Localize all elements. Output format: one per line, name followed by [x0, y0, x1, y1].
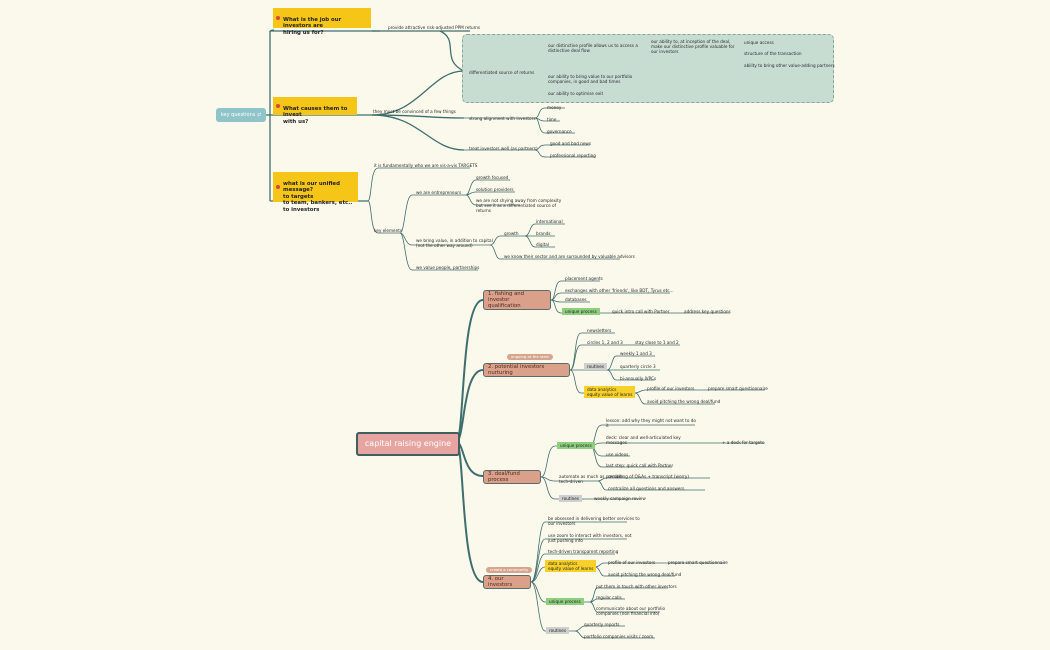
- data-analytics-tag-4[interactable]: data analytics equity value of learns: [545, 560, 597, 572]
- growth-focused: growth focused: [476, 175, 509, 180]
- automate-tech: automate as much as possible tech-driven: [559, 474, 623, 484]
- circles-1-2-3: circles 1, 2 and 3: [587, 340, 623, 345]
- obsessed-services: be obsessed in delivering better service…: [548, 516, 640, 526]
- key-questions-node[interactable]: key questions ⇄: [216, 108, 266, 122]
- deck-for-targets: + a deck for targets: [722, 440, 765, 445]
- tech-reporting: tech-driven transparent reporting: [548, 549, 619, 554]
- use-zoom: use zoom to interact with investors, not…: [548, 533, 632, 543]
- link-icon: ⇄: [256, 112, 262, 118]
- question-2-title: What causes them to invest with us?: [283, 105, 348, 125]
- marker-dot-icon: [276, 104, 280, 108]
- routines-tag-2[interactable]: routines: [584, 363, 608, 370]
- profile-investors-4: profile of our investors: [608, 560, 656, 565]
- professional-reporting: professional reporting: [550, 153, 596, 158]
- lesson-add-why: lesson: add why they might not want to d…: [606, 418, 696, 428]
- regular-calls: regular calls: [596, 595, 622, 600]
- bring-value-portfolio: our ability to bring value to our portfo…: [548, 74, 633, 84]
- use-videos: use videos: [606, 452, 629, 457]
- we-bring-value: we bring value, in addition to capital (…: [416, 238, 493, 248]
- question-1-title: What is the job our investors are hiring…: [283, 16, 342, 36]
- weekly-review: weekly campaign review: [594, 496, 646, 501]
- bi-annually: bi-annually lVPCs: [620, 376, 657, 381]
- value-people: we value people, partnerships: [416, 265, 480, 270]
- growth-brands: brands: [536, 231, 551, 236]
- solution-providers: solution providers: [476, 187, 514, 192]
- alignment-money: money: [547, 105, 562, 110]
- section-our-investors[interactable]: 4. our investors: [483, 575, 531, 589]
- question-unified-message[interactable]: what is our unified message? to targets …: [273, 172, 358, 213]
- marker-dot-icon: [276, 16, 280, 20]
- differentiated-returns-boundary: [462, 34, 834, 103]
- centralize-qa: centralize all questions and answers: [608, 486, 685, 491]
- newsletters: newsletters: [587, 328, 612, 333]
- unique-process-tag-1[interactable]: unique process: [562, 308, 600, 315]
- q2-intro: they must be convinced of a few things: [373, 109, 456, 114]
- treat-investors: treat investors well (as partners): [469, 146, 538, 151]
- growth-digital: digital: [536, 242, 550, 247]
- growth: growth: [504, 231, 519, 236]
- growth-international: international: [536, 219, 563, 224]
- portfolio-visits: portfolio companies visits / zoom: [584, 634, 654, 639]
- section-deal-fund[interactable]: 3. deal/fund process: [483, 470, 541, 484]
- fundamentally-who: it is fundamentally who we are vis-a-vis…: [374, 163, 478, 168]
- unique-process-tag-4[interactable]: unique process: [546, 598, 584, 605]
- last-step-call: last step: quick call with Partner: [606, 463, 674, 468]
- strong-alignment: strong alignment with investors: [469, 116, 536, 121]
- prepare-questionnaire-2: prepare smart questionnaire: [708, 386, 768, 391]
- data-analytics-tag-2[interactable]: data analytics equity value of learns: [584, 386, 636, 398]
- bring-other-partners: ability to bring other value-adding part…: [744, 63, 835, 68]
- deck-key-messages: deck: clear and well-articulated key mes…: [606, 435, 681, 445]
- q1-answer: provide attractive risk-adjusted PPM ret…: [388, 25, 481, 30]
- section-fishing[interactable]: 1. fishing and investor qualification: [483, 290, 551, 310]
- key-questions-label: key questions: [220, 112, 256, 118]
- question-job-investors[interactable]: What is the job our investors are hiring…: [273, 8, 371, 36]
- marker-dot-icon: [276, 185, 280, 189]
- exchanges-friends: exchanges with other 'friends', like BDT…: [565, 288, 674, 293]
- alignment-time: time: [547, 117, 557, 122]
- prepare-questionnaire-4: prepare smart questionnaire: [668, 560, 728, 565]
- unique-access: unique access: [744, 40, 774, 45]
- profile-investors-2: profile of our investors: [647, 386, 695, 391]
- question-3-title: what is our unified message? to targets …: [283, 180, 353, 213]
- quarterly-reports: quarterly reports: [584, 622, 620, 627]
- differentiated-source: differentiated source of returns: [469, 70, 535, 75]
- routines-tag-3[interactable]: routines: [559, 495, 583, 502]
- placement-agents: placement agents: [565, 276, 603, 281]
- question-causes-invest[interactable]: What causes them to invest with us?: [273, 97, 357, 125]
- know-their-sector: we know their sector and are surrounded …: [504, 254, 635, 259]
- put-in-touch: put them in touch with other investors: [596, 584, 677, 589]
- optimise-exit: our ability to optimise exit: [548, 91, 604, 96]
- alignment-governance: governance: [547, 129, 572, 134]
- quarterly-circle-3: quarterly circle 3: [620, 364, 656, 369]
- good-bad-news: good and bad news: [550, 141, 592, 146]
- avoid-pitching-4: avoid pitching the wrong deal/fund: [608, 572, 682, 577]
- pill-ongoing-start: ongoing at the start: [507, 354, 553, 360]
- avoid-pitching-2: avoid pitching the wrong deal/fund: [647, 399, 721, 404]
- key-elements: key elements: [374, 228, 403, 233]
- distinctive-profile: our distinctive profile allows us to acc…: [548, 43, 638, 53]
- ability-inception: our ability to, at inception of the deal…: [651, 39, 735, 54]
- structure-transaction: structure of the transaction: [744, 51, 802, 56]
- stay-close-1-2: stay close to 1 and 2: [635, 340, 679, 345]
- address-key-questions: address key questions: [684, 309, 731, 314]
- databases: databases: [565, 297, 587, 302]
- central-topic[interactable]: capital raising engine: [356, 432, 460, 456]
- quick-intro-call: quick intro call with Partner: [612, 309, 670, 314]
- weekly-1-3: weekly 1 and 3: [620, 351, 652, 356]
- communicate-portfolio: communicate about our portfolio companie…: [596, 606, 666, 616]
- unique-process-tag-3[interactable]: unique process: [557, 442, 595, 449]
- recording-qa: recording of Q&As + transcript (worry): [608, 474, 690, 479]
- not-shying-complexity: we are not shying away from complexity b…: [476, 198, 562, 213]
- pill-community: create a community: [486, 567, 533, 573]
- we-are-entrepreneurs: we are entrepreneurs: [416, 190, 462, 195]
- section-nurturing[interactable]: 2. potential investors nurturing: [483, 363, 570, 377]
- routines-tag-4[interactable]: routines: [546, 627, 570, 634]
